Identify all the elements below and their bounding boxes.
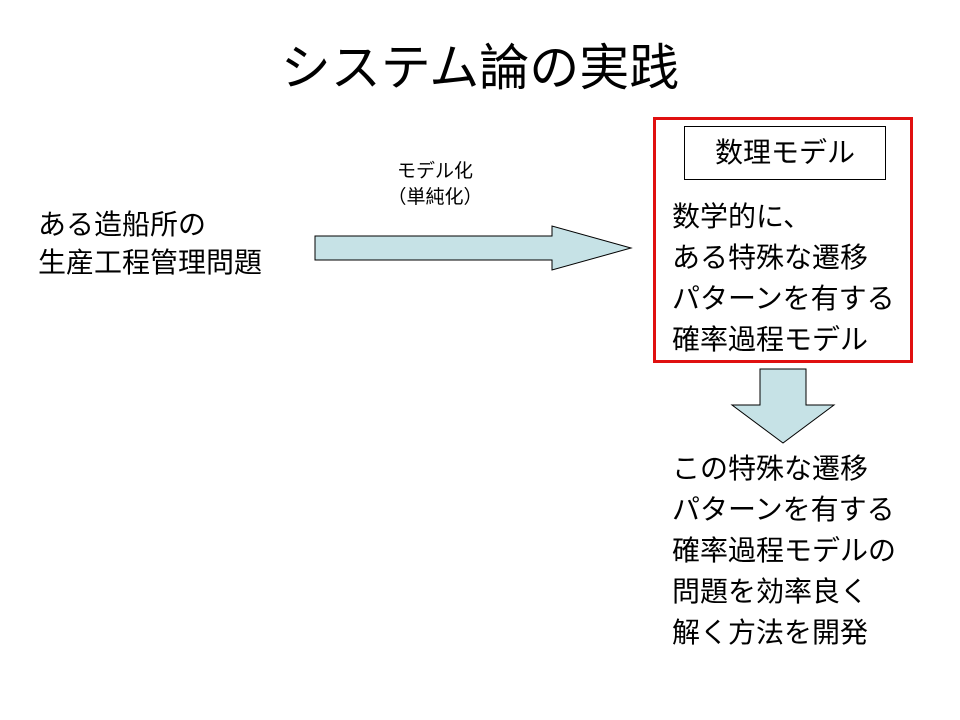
goal-text: この特殊な遷移 パターンを有する 確率過程モデルの 問題を効率良く 解く方法を開… [672,448,896,653]
down-arrow-icon [730,368,836,444]
model-highlight-box [653,117,913,363]
model-description: 数学的に、 ある特殊な遷移 パターンを有する 確率過程モデル [672,196,895,360]
goal-line-2: パターンを有する [672,493,895,526]
model-description-line-3: パターンを有する [672,282,895,315]
arrow-label-line-1: モデル化 [396,160,473,182]
model-description-line-2: ある特殊な遷移 [672,241,869,274]
slide-title: システム論の実践 [280,39,680,97]
goal-line-1: この特殊な遷移 [672,452,869,485]
arrow-label: モデル化 （単純化） [360,158,510,210]
right-arrow-icon [314,225,633,271]
goal-line-5: 解く方法を開発 [672,616,869,649]
arrow-label-line-2: （単純化） [387,186,483,208]
problem-text: ある造船所の 生産工程管理問題 [38,206,262,282]
problem-line-1: ある造船所の [38,208,207,241]
goal-line-3: 確率過程モデルの [672,534,897,567]
problem-line-2: 生産工程管理問題 [38,246,263,279]
model-label: 数理モデル [684,126,886,180]
model-description-line-1: 数学的に、 [672,200,812,233]
goal-line-4: 問題を効率良く [672,575,869,608]
model-description-line-4: 確率過程モデル [672,323,869,356]
